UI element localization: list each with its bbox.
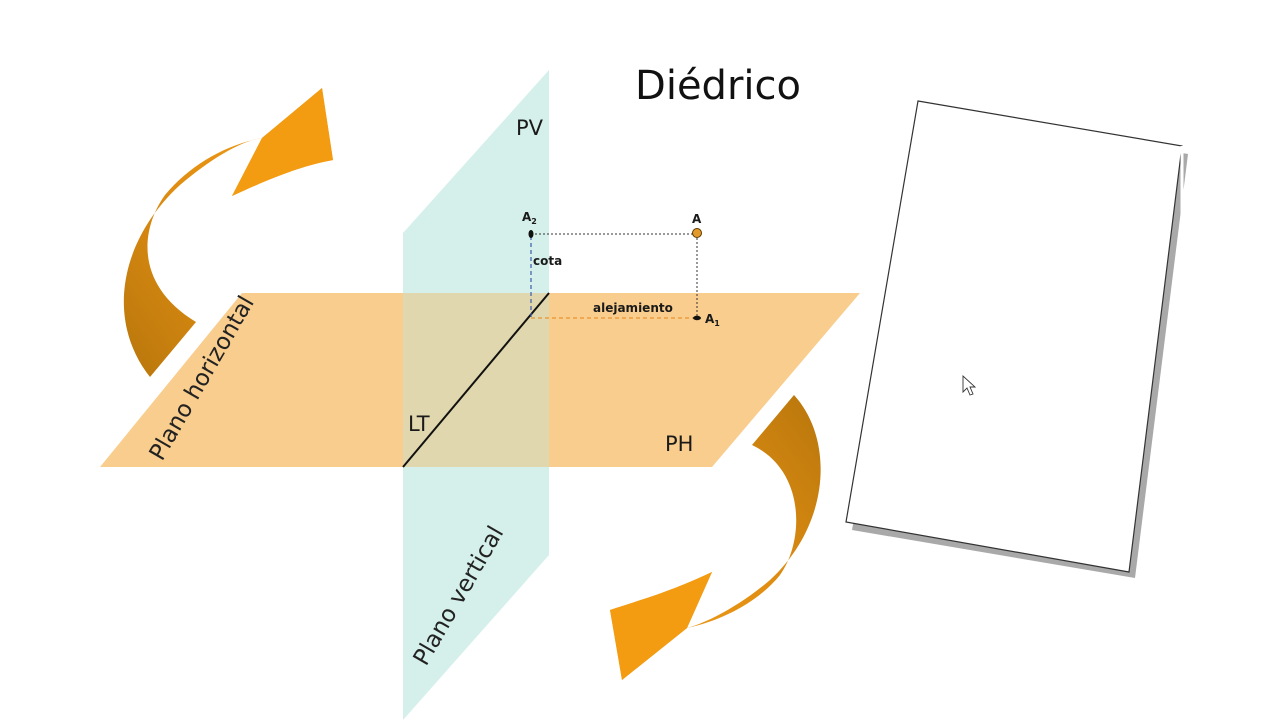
label-pv: PV <box>516 116 544 140</box>
curved-arrow-icon <box>123 88 333 377</box>
point-a <box>692 228 702 238</box>
label-a1: A1 <box>705 312 720 328</box>
paper-sheet <box>845 100 1188 578</box>
label-cota: cota <box>533 254 562 268</box>
page-title: Diédrico <box>635 63 801 109</box>
label-a: A <box>692 212 702 226</box>
point-a1 <box>693 315 701 321</box>
vertical-plane-lower <box>403 467 549 720</box>
mouse-cursor-icon <box>962 374 977 396</box>
ground-line <box>402 292 550 468</box>
label-alejamiento: alejamiento <box>593 301 673 315</box>
point-a2 <box>528 230 534 238</box>
curved-arrow-icon <box>610 395 821 680</box>
label-ph: PH <box>665 432 693 456</box>
vertical-plane-upper <box>403 70 549 293</box>
label-a2: A2 <box>522 210 537 226</box>
label-lt: LT <box>408 412 430 436</box>
